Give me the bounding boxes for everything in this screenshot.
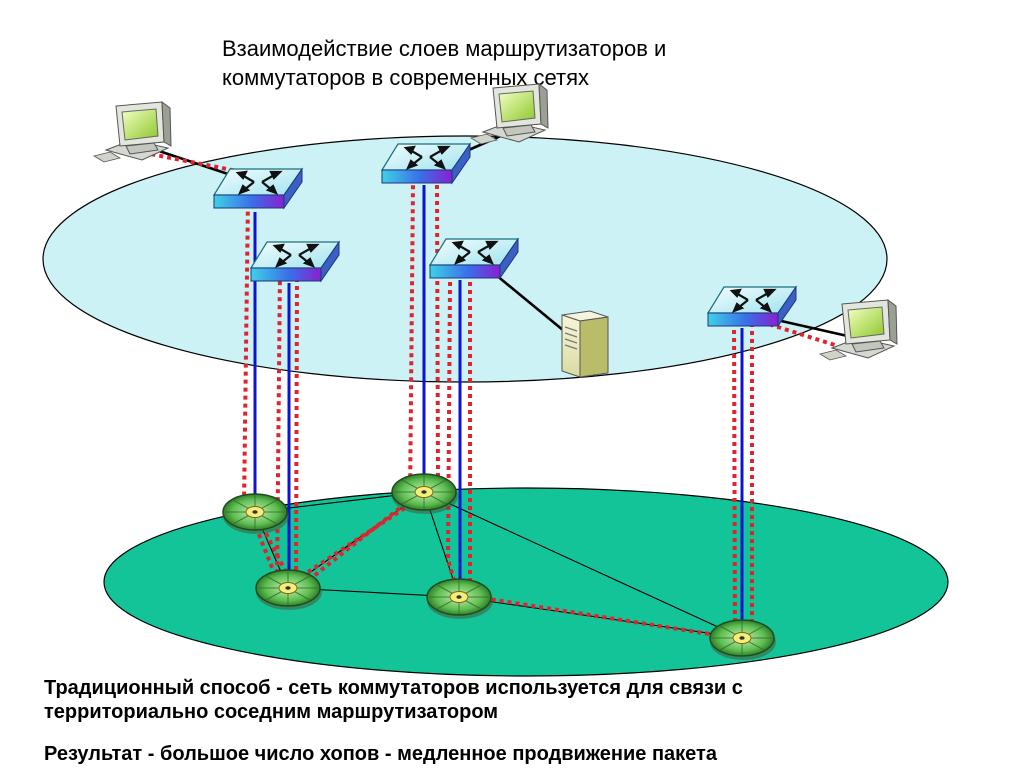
core-switch-5 xyxy=(709,619,777,661)
caption-traditional-method: Традиционный способ - сеть коммутаторов … xyxy=(44,676,944,724)
caption-line-1: Традиционный способ - сеть коммутаторов … xyxy=(44,677,743,699)
diagram-title: Взаимодействие слоев маршрутизаторов и к… xyxy=(222,34,862,92)
caption-line-2: территориально соседним маршрутизатором xyxy=(44,701,499,723)
server-icon xyxy=(561,310,609,378)
title-line-1: Взаимодействие слоев маршрутизаторов и xyxy=(222,36,667,61)
workstation-icon xyxy=(470,83,549,145)
core-switch-4 xyxy=(426,578,494,620)
core-switch-3 xyxy=(255,569,323,611)
caption-result: Результат - большое число хопов - медлен… xyxy=(44,743,717,765)
core-switch-1 xyxy=(222,493,290,535)
workstation-icon xyxy=(93,101,172,163)
core-switch-2 xyxy=(391,473,459,515)
